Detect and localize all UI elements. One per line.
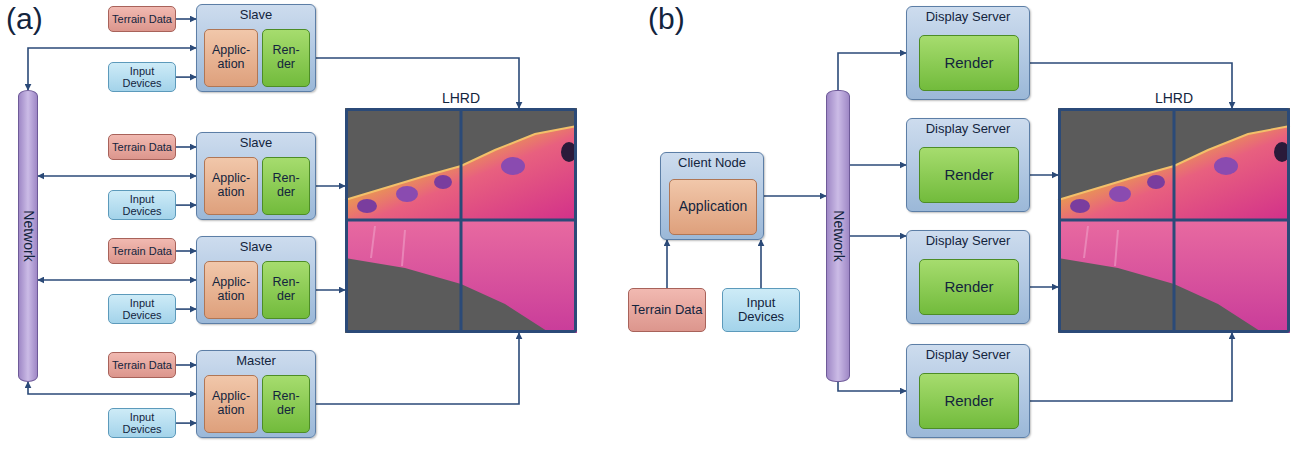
connector-arrow [176,204,196,206]
input-devices-box: Input Devices [108,408,176,438]
computer-node: MasterApplic- ation Ren- der [196,350,316,438]
terrain-data-box: Terrain Data [108,352,176,378]
input-devices-box: Input Devices [108,294,176,324]
panel-label: (b) [648,2,685,36]
terrain-data-box: Terrain Data [108,238,176,264]
node-label: Terrain Data [112,359,172,371]
render-box: Ren- der [262,29,310,87]
connector-arrow [38,175,196,177]
display-wall: LHRD [1058,108,1290,333]
connector-arrow [1019,333,1232,401]
node-label: Render [944,55,993,72]
node-label: Terrain Data [112,245,172,257]
node-label: Applic- ation [207,172,255,200]
node-label: Input Devices [725,296,797,325]
connector-arrow [176,364,196,366]
connector-arrow [176,146,196,148]
render-box: Render [919,147,1019,203]
node-label: Terrain Data [112,13,172,25]
application-box: Applic- ation [204,261,258,319]
terrain-data-box: Terrain Data [108,6,176,32]
input-devices-box: Input Devices [108,62,176,92]
node-label: Display Server [907,122,1029,136]
connector-arrow [38,279,196,281]
node-label: Slave [197,136,315,150]
connector-arrow [176,422,196,424]
node-label: Ren- der [265,276,307,304]
network-bus: Network [826,90,850,382]
node-label: Display Server [907,10,1029,24]
connector-arrow [760,240,762,288]
connector-arrow [838,382,906,391]
node-label: Ren- der [265,390,307,418]
node-label: Slave [197,240,315,254]
render-box: Render [919,35,1019,91]
connector-arrow [838,53,906,90]
node-label: Applic- ation [207,44,255,72]
node-label: Network [830,210,845,261]
render-box: Ren- der [262,261,310,319]
render-box: Ren- der [262,375,310,433]
node-label: Render [944,279,993,296]
connector-arrow [1019,63,1232,108]
node-label: Input Devices [111,297,173,321]
render-box: Render [919,259,1019,315]
node-label: Slave [197,8,315,22]
render-box: Render [919,373,1019,429]
node-label: Network [20,210,35,261]
connector-arrow [310,333,519,404]
computer-node: Client NodeApplication [660,152,764,240]
node-label: Ren- der [265,172,307,200]
node-label: Input Devices [111,193,173,217]
computer-node: Display ServerRender [906,6,1030,100]
connector-arrow [176,308,196,310]
application-box: Application [669,179,757,235]
application-box: Applic- ation [204,29,258,87]
node-label: Input Devices [111,411,173,435]
node-label: LHRD [348,91,574,106]
connector-arrow [310,58,519,108]
computer-node: SlaveApplic- ation Ren- der [196,4,316,92]
node-label: Ren- der [265,44,307,72]
render-box: Ren- der [262,157,310,215]
connector-arrow [176,76,196,78]
terrain-data-box: Terrain Data [628,288,706,332]
connector-arrow [176,250,196,252]
computer-node: SlaveApplic- ation Ren- der [196,132,316,220]
input-devices-box: Input Devices [722,288,800,332]
node-label: Render [944,393,993,410]
node-label: Terrain Data [632,303,703,317]
node-label: Terrain Data [112,141,172,153]
node-label: Master [197,354,315,368]
terrain-data-box: Terrain Data [108,134,176,160]
connector-arrow [850,235,906,237]
network-bus: Network [18,90,38,382]
connector-arrow [28,382,196,394]
node-label: Display Server [907,348,1029,362]
computer-node: Display ServerRender [906,344,1030,438]
node-label: Client Node [661,156,763,170]
node-label: LHRD [1061,91,1287,106]
connector-arrow [666,240,668,288]
node-label: Display Server [907,234,1029,248]
panel-label: (a) [6,2,43,36]
node-label: Application [679,199,748,214]
computer-node: Display ServerRender [906,230,1030,324]
computer-node: SlaveApplic- ation Ren- der [196,236,316,324]
display-wall: LHRD [345,108,577,333]
application-box: Applic- ation [204,375,258,433]
node-label: Input Devices [111,65,173,89]
connector-arrow [764,195,826,197]
connector-arrow [850,164,906,166]
node-label: Render [944,167,993,184]
node-label: Applic- ation [207,390,255,418]
node-label: Applic- ation [207,276,255,304]
connector-arrow [176,18,196,20]
input-devices-box: Input Devices [108,190,176,220]
application-box: Applic- ation [204,157,258,215]
computer-node: Display ServerRender [906,118,1030,212]
